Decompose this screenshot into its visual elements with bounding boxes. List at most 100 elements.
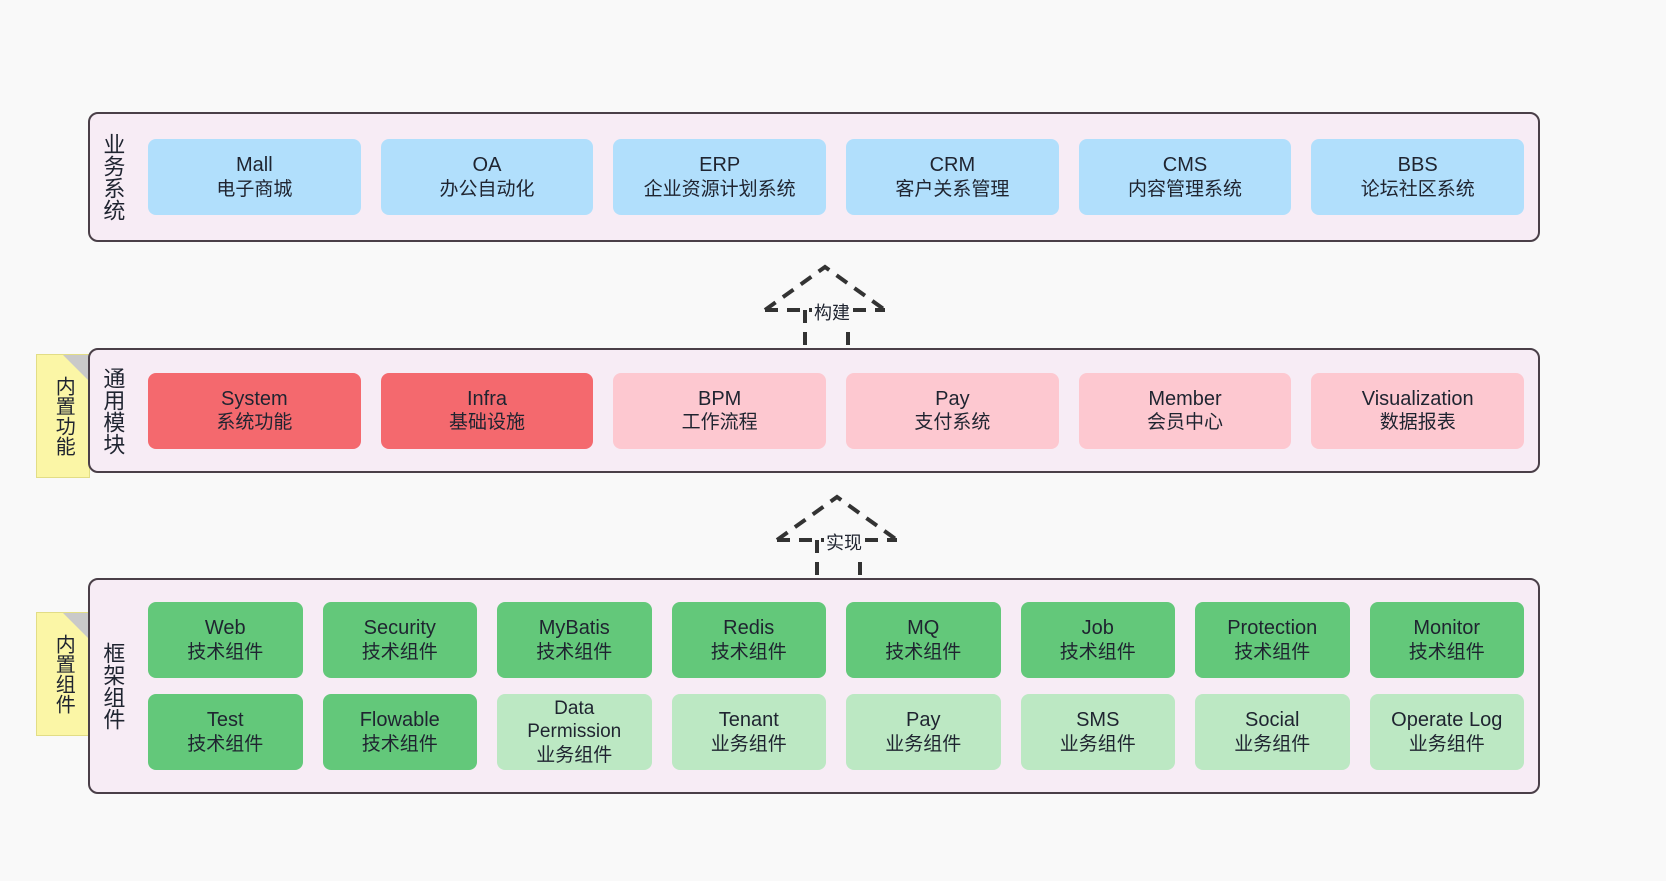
card-subtitle: 技术组件	[1059, 641, 1136, 663]
sticky-fold-corner-icon	[63, 613, 89, 639]
layer-framework-components: 框架组件 Web 技术组件 Security 技术组件 MyBatis 技术组件…	[88, 578, 1540, 794]
card-subtitle: 电子商城	[216, 178, 293, 200]
card-title: SMS	[1076, 709, 1120, 732]
card-title: Job	[1081, 617, 1114, 640]
card-pay-component[interactable]: Pay 业务组件	[846, 694, 1001, 770]
card-pay-module[interactable]: Pay 支付系统	[846, 372, 1059, 449]
card-subtitle: 技术组件	[187, 733, 264, 755]
card-title: CMS	[1162, 154, 1208, 177]
card-row-technical: Web 技术组件 Security 技术组件 MyBatis 技术组件 Redi…	[148, 602, 1524, 678]
card-mybatis[interactable]: MyBatis 技术组件	[497, 602, 652, 678]
layer-body-business-systems: Mall 电子商城 OA 办公自动化 ERP 企业资源计划系统 CRM 客户关系…	[134, 114, 1538, 240]
layer-title-common-modules: 通用模块	[100, 366, 126, 455]
card-subtitle: 技术组件	[361, 641, 438, 663]
card-test[interactable]: Test 技术组件	[148, 694, 303, 770]
sticky-note-label: 内置功能	[52, 376, 75, 456]
card-bpm[interactable]: BPM 工作流程	[613, 372, 827, 449]
card-subtitle: 业务组件	[710, 733, 787, 755]
card-title: OA	[472, 154, 502, 177]
card-subtitle: 技术组件	[1234, 641, 1311, 663]
card-title: BPM	[698, 387, 742, 410]
card-tenant[interactable]: Tenant 业务组件	[671, 694, 826, 770]
sticky-fold-corner-icon	[63, 355, 89, 381]
card-oa[interactable]: OA 办公自动化	[380, 139, 594, 215]
card-subtitle: 技术组件	[1408, 641, 1485, 663]
arrow-implement-label: 实现	[824, 529, 864, 555]
card-subtitle: 业务组件	[1059, 733, 1136, 755]
card-flowable[interactable]: Flowable 技术组件	[322, 694, 477, 770]
card-web[interactable]: Web 技术组件	[148, 602, 303, 678]
card-operate-log[interactable]: Operate Log 业务组件	[1369, 694, 1524, 770]
card-title-line2: Permission	[527, 721, 622, 743]
card-title: Flowable	[359, 709, 440, 732]
card-subtitle: 技术组件	[361, 733, 438, 755]
card-subtitle: 业务组件	[885, 733, 962, 755]
card-row-business: Test 技术组件 Flowable 技术组件 Data Permission …	[148, 694, 1524, 770]
card-subtitle: 客户关系管理	[895, 178, 1010, 200]
card-title: Test	[206, 709, 244, 732]
card-title: ERP	[699, 154, 741, 177]
card-cms[interactable]: CMS 内容管理系统	[1078, 139, 1292, 215]
card-title: Operate Log	[1391, 709, 1503, 732]
card-title: CRM	[929, 154, 976, 177]
sticky-note-builtin-components: 内置组件	[36, 612, 90, 736]
card-visualization[interactable]: Visualization 数据报表	[1311, 372, 1525, 449]
card-redis[interactable]: Redis 技术组件	[671, 602, 826, 678]
card-title: Data	[554, 698, 595, 720]
arrow-head-triangle-left-right	[763, 264, 887, 312]
arrow-head-triangle-left-right	[775, 494, 899, 542]
card-job[interactable]: Job 技术组件	[1020, 602, 1175, 678]
card-subtitle: 技术组件	[187, 641, 264, 663]
card-mall[interactable]: Mall 电子商城	[148, 139, 361, 215]
card-subtitle: 基础设施	[449, 412, 526, 434]
card-subtitle: 数据报表	[1379, 412, 1456, 434]
arrow-build: 构建	[760, 262, 920, 352]
card-social[interactable]: Social 业务组件	[1195, 694, 1350, 770]
card-title: Redis	[723, 617, 775, 640]
card-title: Member	[1148, 387, 1222, 410]
sticky-note-builtin-features: 内置功能	[36, 354, 90, 478]
card-mq[interactable]: MQ 技术组件	[846, 602, 1001, 678]
card-subtitle: 系统功能	[216, 412, 293, 434]
card-title: Social	[1245, 709, 1300, 732]
sticky-note-label: 内置组件	[52, 634, 75, 714]
card-protection[interactable]: Protection 技术组件	[1195, 602, 1350, 678]
card-row: System 系统功能 Infra 基础设施 BPM 工作流程 Pay 支付系统…	[148, 372, 1525, 449]
card-title: Pay	[935, 387, 970, 410]
card-bbs[interactable]: BBS 论坛社区系统	[1311, 139, 1525, 215]
card-subtitle: 支付系统	[914, 412, 991, 434]
card-subtitle: 业务组件	[1234, 733, 1311, 755]
card-member[interactable]: Member 会员中心	[1078, 372, 1292, 449]
layer-title-business-systems: 业务系统	[100, 133, 126, 221]
card-subtitle: 技术组件	[536, 641, 613, 663]
layer-title-framework-components: 框架组件	[100, 642, 126, 730]
card-subtitle: 办公自动化	[439, 178, 535, 200]
card-title: Monitor	[1413, 617, 1481, 640]
card-title: Tenant	[718, 709, 779, 732]
card-monitor[interactable]: Monitor 技术组件	[1369, 602, 1524, 678]
card-title: Mall	[236, 154, 273, 177]
arrow-build-label: 构建	[812, 299, 852, 325]
card-infra[interactable]: Infra 基础设施	[380, 372, 594, 449]
card-subtitle: 企业资源计划系统	[643, 178, 796, 200]
card-system[interactable]: System 系统功能	[148, 372, 361, 449]
card-sms[interactable]: SMS 业务组件	[1020, 694, 1175, 770]
card-subtitle: 论坛社区系统	[1360, 178, 1475, 200]
card-title: MQ	[907, 617, 940, 640]
card-title: System	[220, 387, 288, 410]
card-subtitle: 业务组件	[536, 744, 613, 766]
card-title: BBS	[1397, 154, 1438, 177]
card-subtitle: 技术组件	[710, 641, 787, 663]
card-title: Protection	[1227, 617, 1318, 640]
card-subtitle: 工作流程	[681, 412, 758, 434]
card-crm[interactable]: CRM 客户关系管理	[846, 139, 1059, 215]
card-data-permission[interactable]: Data Permission 业务组件	[497, 694, 652, 770]
card-title: MyBatis	[538, 617, 610, 640]
card-security[interactable]: Security 技术组件	[322, 602, 477, 678]
card-subtitle: 技术组件	[885, 641, 962, 663]
card-erp[interactable]: ERP 企业资源计划系统	[613, 139, 827, 215]
card-title: Web	[204, 617, 246, 640]
card-subtitle: 内容管理系统	[1128, 178, 1243, 200]
card-subtitle: 业务组件	[1408, 733, 1485, 755]
